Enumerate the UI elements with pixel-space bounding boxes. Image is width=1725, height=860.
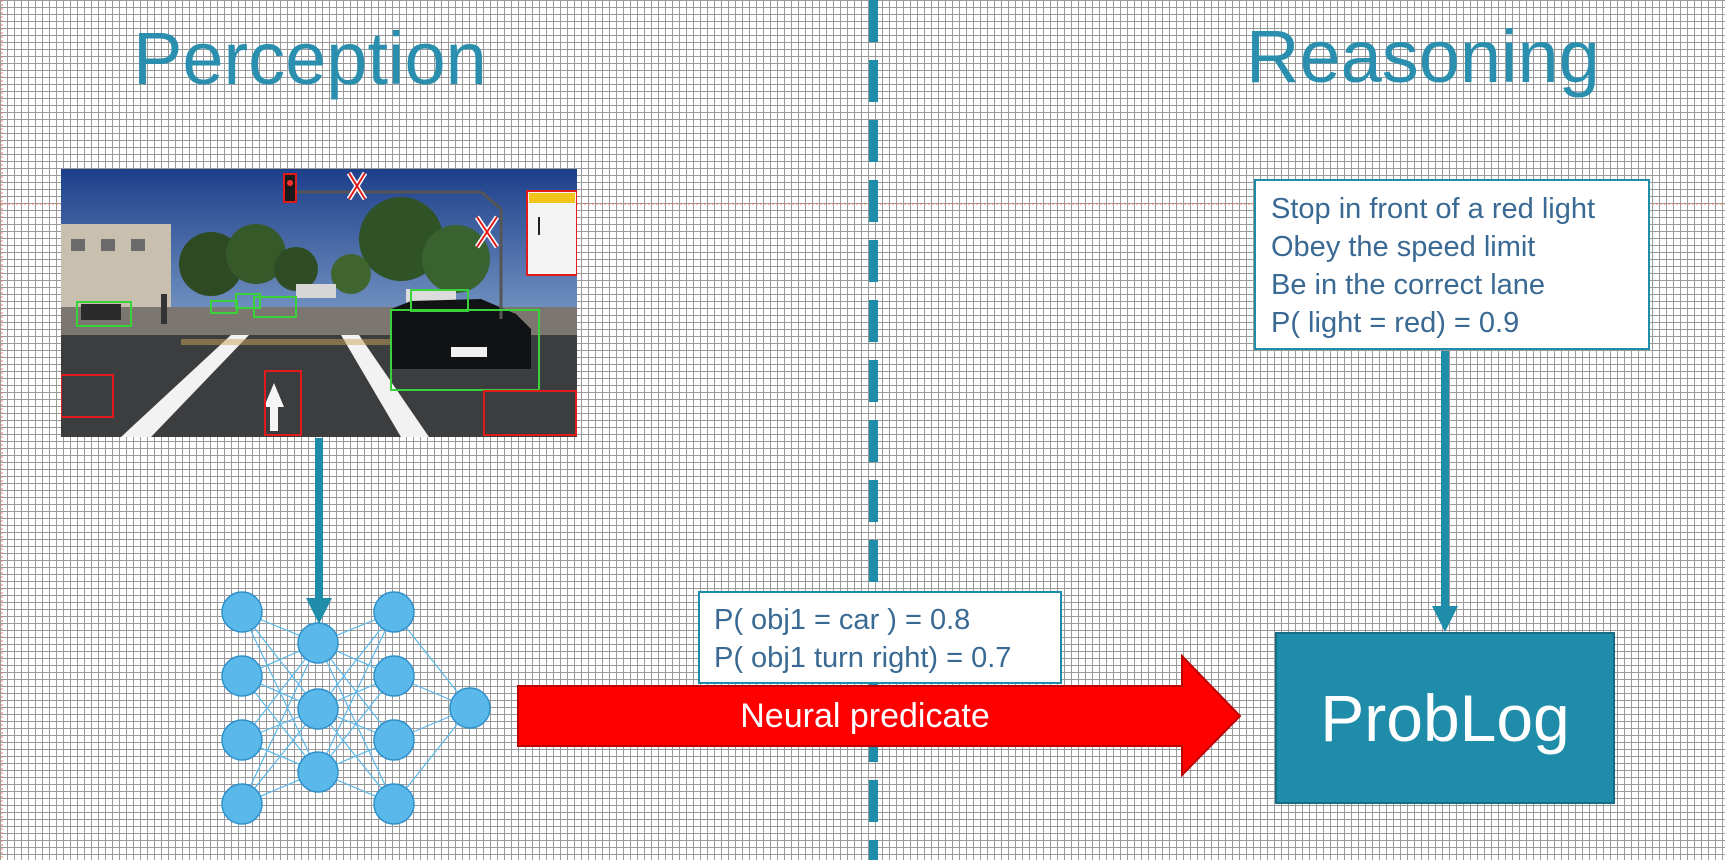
network-edge [317, 611, 395, 773]
rule-line: P( light = red) = 0.9 [1271, 307, 1520, 339]
predicate-line: P( obj1 turn right) = 0.7 [714, 642, 1012, 674]
street-scene-image [61, 169, 577, 437]
network-node [373, 783, 415, 825]
network-node [373, 719, 415, 761]
network-edge [241, 642, 319, 805]
network-node [221, 719, 263, 761]
network-node [449, 687, 491, 729]
rule-line: Obey the speed limit [1271, 231, 1536, 263]
network-node [221, 591, 263, 633]
network-node [221, 655, 263, 697]
neural-predicate-label: Neural predicate [740, 696, 990, 735]
predicate-box: P( obj1 = car ) = 0.8 P( obj1 turn right… [698, 591, 1062, 684]
neural-network [221, 591, 491, 825]
network-node [221, 783, 263, 825]
network-node [297, 751, 339, 793]
perception-heading: Perception [133, 17, 487, 100]
section-divider [869, 0, 878, 860]
reasoning-heading: Reasoning [1246, 15, 1600, 98]
rule-line: Be in the correct lane [1271, 269, 1546, 301]
rules-box: Stop in front of a red light Obey the sp… [1254, 179, 1650, 350]
network-connections [241, 611, 471, 805]
predicate-line: P( obj1 = car ) = 0.8 [714, 604, 971, 636]
image-to-network-arrowhead [306, 598, 332, 624]
problog-box: ProbLog [1275, 632, 1615, 804]
network-node [373, 655, 415, 697]
problog-label: ProbLog [1320, 681, 1570, 755]
network-node [373, 591, 415, 633]
rules-to-problog-arrowhead [1432, 606, 1458, 632]
network-node [297, 622, 339, 664]
neural-predicate-arrow [517, 653, 1242, 778]
network-node [297, 688, 339, 730]
rule-line: Stop in front of a red light [1271, 193, 1596, 225]
